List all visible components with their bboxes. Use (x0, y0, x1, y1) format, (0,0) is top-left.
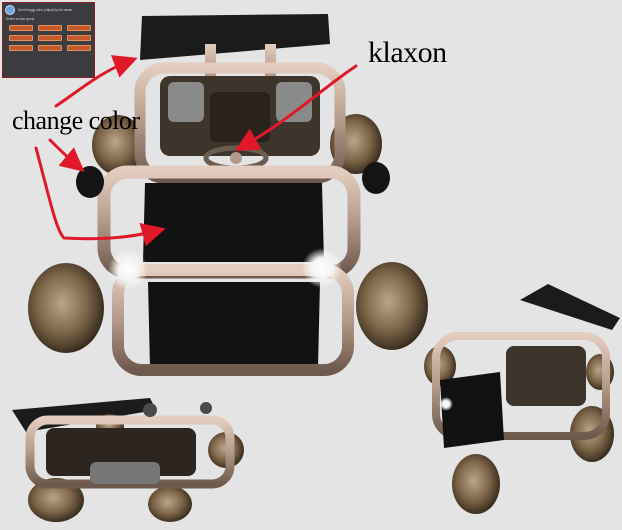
headlight-right (302, 248, 342, 288)
seat-back (148, 282, 320, 368)
rear-spoiler (140, 14, 330, 60)
rear-left-tire (92, 115, 144, 175)
arrow-to-mirror (48, 138, 85, 172)
arrow-to-klaxon (234, 64, 358, 151)
front-right-tire (356, 262, 428, 350)
buggy-view-bottom-left (12, 398, 244, 522)
klaxon-label: klaxon (368, 36, 447, 69)
dialog-prompt: Select a color group (6, 17, 35, 21)
buggy-view-bottom-right (424, 284, 620, 514)
seat-front (143, 183, 324, 262)
headlight-left (108, 250, 148, 290)
arrow-to-seat (34, 146, 166, 247)
color-button-2[interactable] (38, 25, 62, 31)
main-buggy (28, 14, 428, 376)
dialog-title: Dune buggy color (object) by its owner (18, 8, 73, 12)
color-button-1[interactable] (9, 25, 33, 31)
color-button-7[interactable] (9, 45, 33, 51)
change-color-label: change color (12, 106, 140, 135)
color-button-9[interactable] (67, 45, 91, 51)
color-button-grid (3, 23, 94, 53)
annotation-arrows (34, 55, 358, 247)
color-button-3[interactable] (67, 25, 91, 31)
color-button-4[interactable] (9, 35, 33, 41)
arrow-to-spoiler (54, 55, 138, 108)
color-button-6[interactable] (67, 35, 91, 41)
info-icon (5, 5, 15, 15)
front-left-tire (28, 263, 104, 353)
color-button-8[interactable] (38, 45, 62, 51)
color-dialog: Dune buggy color (object) by its owner S… (2, 2, 95, 78)
color-button-5[interactable] (38, 35, 62, 41)
